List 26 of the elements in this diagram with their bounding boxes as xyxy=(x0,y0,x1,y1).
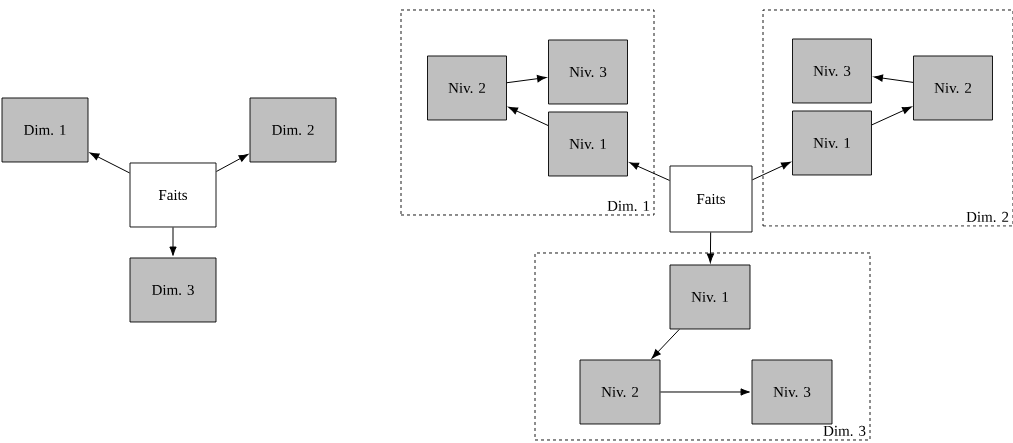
dimension-box: Niv. 1 xyxy=(792,110,872,176)
dimension-box: Niv. 2 xyxy=(427,55,507,121)
arrow xyxy=(706,231,715,263)
dimension-box: Dim. 1 xyxy=(1,97,89,163)
dimension-box: Niv. 2 xyxy=(913,55,993,121)
arrow xyxy=(506,75,547,84)
fact-box: Faits xyxy=(129,162,217,228)
arrow xyxy=(751,161,791,181)
dimension-box: Niv. 1 xyxy=(669,264,751,330)
arrow xyxy=(659,388,750,396)
arrow xyxy=(215,154,249,172)
dimension-box: Niv. 3 xyxy=(751,359,833,425)
arrow xyxy=(89,152,131,174)
dimension-box: Niv. 1 xyxy=(548,111,628,177)
dimension-box: Niv. 2 xyxy=(579,359,661,425)
dimension-box: Niv. 3 xyxy=(792,38,872,104)
dimension-box: Niv. 3 xyxy=(548,39,628,105)
arrow xyxy=(871,106,912,126)
arrow xyxy=(651,328,680,359)
dimension-box: Dim. 3 xyxy=(129,257,217,323)
arrow xyxy=(508,106,549,126)
arrow xyxy=(169,226,177,256)
arrow xyxy=(873,74,914,83)
dimension-box: Dim. 2 xyxy=(249,97,337,163)
fact-box: Faits xyxy=(669,165,753,233)
arrow xyxy=(629,162,671,181)
